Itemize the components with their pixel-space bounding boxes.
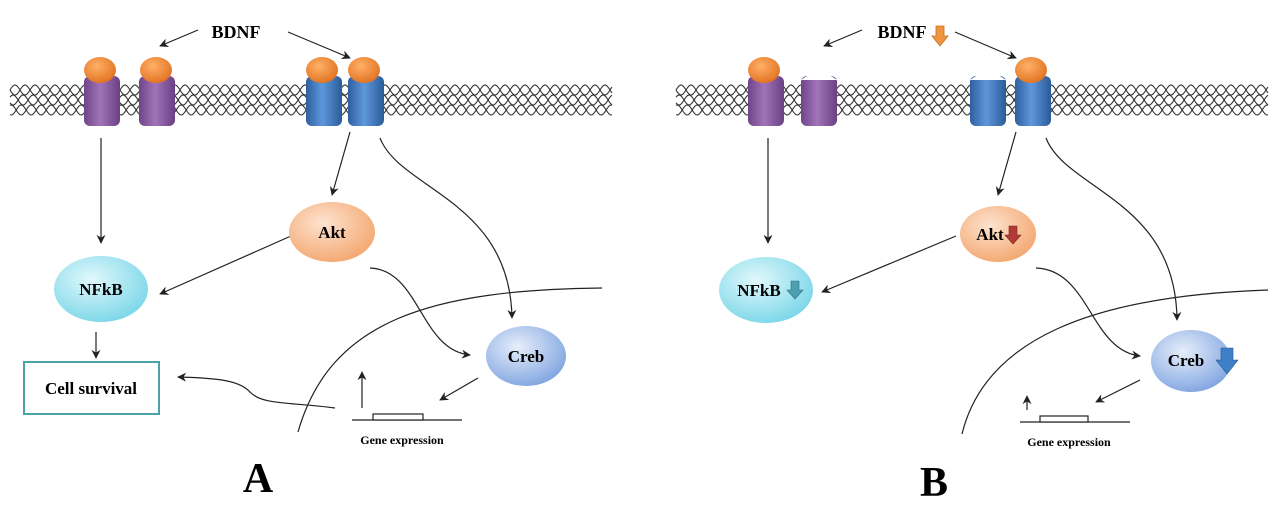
bdnf-ligand-a1 bbox=[84, 57, 116, 83]
cell-survival-label-a: Cell survival bbox=[45, 379, 137, 398]
arrow-receptor-creb-b bbox=[1045, 137, 1182, 321]
cell-survival-box-a: Cell survival bbox=[23, 361, 160, 415]
trk-receptor-blue-a bbox=[306, 57, 384, 126]
ligand-arrow-right-a bbox=[287, 31, 351, 60]
nuclear-envelope-b bbox=[961, 289, 1269, 435]
trk-receptor-purple-a bbox=[84, 57, 175, 126]
nuclear-envelope-a bbox=[297, 287, 603, 433]
bdnf-ligand-a2 bbox=[140, 57, 172, 83]
panel-a: BDNF Akt bbox=[9, 22, 613, 502]
nfkb-node-a: NFkB bbox=[54, 256, 148, 322]
gene-box-a bbox=[372, 413, 424, 421]
creb-label-b: Creb bbox=[1168, 351, 1205, 370]
bdnf-ligand-a3 bbox=[306, 57, 338, 83]
arrow-receptor-akt-a bbox=[329, 131, 351, 196]
ligand-arrow-left-a bbox=[159, 29, 199, 48]
arrow-creb-gene-b bbox=[1095, 379, 1141, 403]
panel-letter-b: B bbox=[920, 460, 948, 506]
gene-expression-label-a: Gene expression bbox=[360, 433, 444, 447]
nfkb-label-a: NFkB bbox=[79, 280, 122, 299]
arrow-akt-creb-b bbox=[1035, 267, 1141, 360]
gene-expression-label-b: Gene expression bbox=[1027, 435, 1111, 449]
ligand-decrease-arrow-b bbox=[931, 25, 949, 47]
arrow-akt-creb-a bbox=[369, 267, 471, 359]
arrow-receptor-creb-a bbox=[379, 137, 517, 319]
creb-node-a: Creb bbox=[486, 326, 566, 386]
ligand-label-a: BDNF bbox=[212, 22, 261, 42]
arrow-receptor-akt-b bbox=[995, 131, 1017, 196]
arrow-gene-survival-a bbox=[177, 372, 336, 409]
bdnf-ligand-b2 bbox=[1015, 57, 1047, 83]
creb-label-a: Creb bbox=[508, 347, 545, 366]
ligand-label-b: BDNF bbox=[878, 22, 927, 42]
nfkb-decrease-arrow-b bbox=[786, 280, 804, 300]
creb-node-b: Creb bbox=[1151, 330, 1239, 392]
arrow-akt-nfkb-b bbox=[821, 235, 957, 294]
bdnf-ligand-a4 bbox=[348, 57, 380, 83]
panel-b: BDNF Akt bbox=[675, 22, 1269, 506]
gene-expression-a: Gene expression bbox=[352, 413, 462, 447]
arrow-akt-nfkb-a bbox=[159, 235, 292, 295]
panel-letter-a: A bbox=[243, 456, 274, 502]
ligand-arrow-right-b bbox=[954, 31, 1017, 59]
trk-receptor-blue-b bbox=[970, 57, 1051, 126]
bdnf-ligand-b1 bbox=[748, 57, 780, 83]
creb-decrease-arrow-b bbox=[1215, 347, 1239, 375]
arrow-creb-gene-a bbox=[439, 377, 479, 401]
akt-decrease-arrow-b bbox=[1004, 225, 1022, 245]
ligand-arrow-left-b bbox=[823, 29, 863, 48]
akt-label-a: Akt bbox=[318, 223, 346, 242]
akt-label-b: Akt bbox=[976, 225, 1004, 244]
akt-node-b: Akt bbox=[960, 206, 1036, 262]
nfkb-label-b: NFkB bbox=[737, 281, 780, 300]
nfkb-node-b: NFkB bbox=[719, 257, 813, 323]
gene-expression-b: Gene expression bbox=[1020, 415, 1130, 449]
akt-node-a: Akt bbox=[289, 202, 375, 262]
gene-box-b bbox=[1039, 415, 1089, 423]
trk-receptor-purple-b bbox=[748, 57, 837, 126]
